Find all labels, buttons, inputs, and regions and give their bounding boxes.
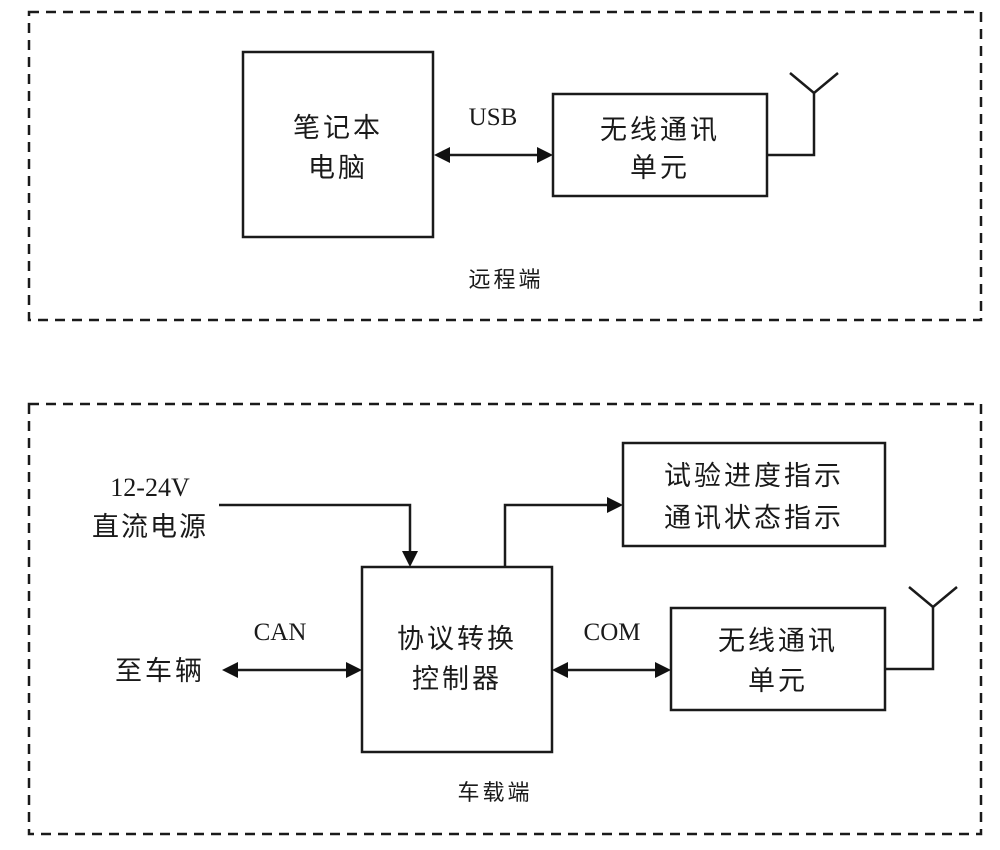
remote-wireless-label-line1: 无线通讯 xyxy=(600,115,720,146)
controller-label-line1: 协议转换 xyxy=(397,624,517,655)
power-link xyxy=(219,503,418,567)
vehicle-wireless-unit-box xyxy=(669,606,887,712)
arrowhead-right-icon xyxy=(537,147,553,163)
controller-box xyxy=(360,565,554,754)
can-label: CAN xyxy=(254,619,307,646)
remote-antenna-icon xyxy=(767,72,839,157)
laptop-label-line1: 笔记本 xyxy=(293,113,383,144)
vehicle-wireless-label-line1: 无线通讯 xyxy=(718,626,838,657)
arrowhead-right-icon xyxy=(607,497,623,513)
arrowhead-left-icon xyxy=(552,662,568,678)
indicator-label-line1: 试验进度指示 xyxy=(664,461,844,492)
can-link xyxy=(222,662,362,678)
vehicle-antenna-icon xyxy=(885,586,958,671)
indicator-link xyxy=(503,497,623,567)
arrowhead-left-icon xyxy=(434,147,450,163)
remote-group-boundary xyxy=(27,10,983,322)
power-link-line xyxy=(219,503,412,552)
com-label: COM xyxy=(584,619,641,646)
arrowhead-left-icon xyxy=(222,662,238,678)
vehicle-wireless-label-line2: 单元 xyxy=(748,666,808,697)
usb-label: USB xyxy=(469,104,518,131)
remote-wireless-label-line2: 单元 xyxy=(630,153,690,184)
vehicle-group-label: 车载端 xyxy=(457,781,532,806)
arrowhead-right-icon xyxy=(346,662,362,678)
vehicle-group-boundary xyxy=(27,402,983,836)
indicator-link-line xyxy=(503,503,608,567)
indicator-box xyxy=(621,441,887,548)
laptop-label-line2: 电脑 xyxy=(308,153,368,184)
controller-label-line2: 控制器 xyxy=(412,664,502,695)
indicator-label-line2: 通讯状态指示 xyxy=(664,503,844,534)
vehicle-label: 至车辆 xyxy=(115,656,205,687)
power-source-label-line1: 12-24V xyxy=(110,473,190,502)
usb-link xyxy=(434,147,553,163)
remote-wireless-unit-box xyxy=(551,92,769,198)
laptop-box xyxy=(241,50,435,239)
arrowhead-down-icon xyxy=(402,551,418,567)
com-link xyxy=(552,662,671,678)
remote-group-label: 远程端 xyxy=(468,268,543,293)
power-source-label-line2: 直流电源 xyxy=(92,512,208,543)
arrowhead-right-icon xyxy=(655,662,671,678)
